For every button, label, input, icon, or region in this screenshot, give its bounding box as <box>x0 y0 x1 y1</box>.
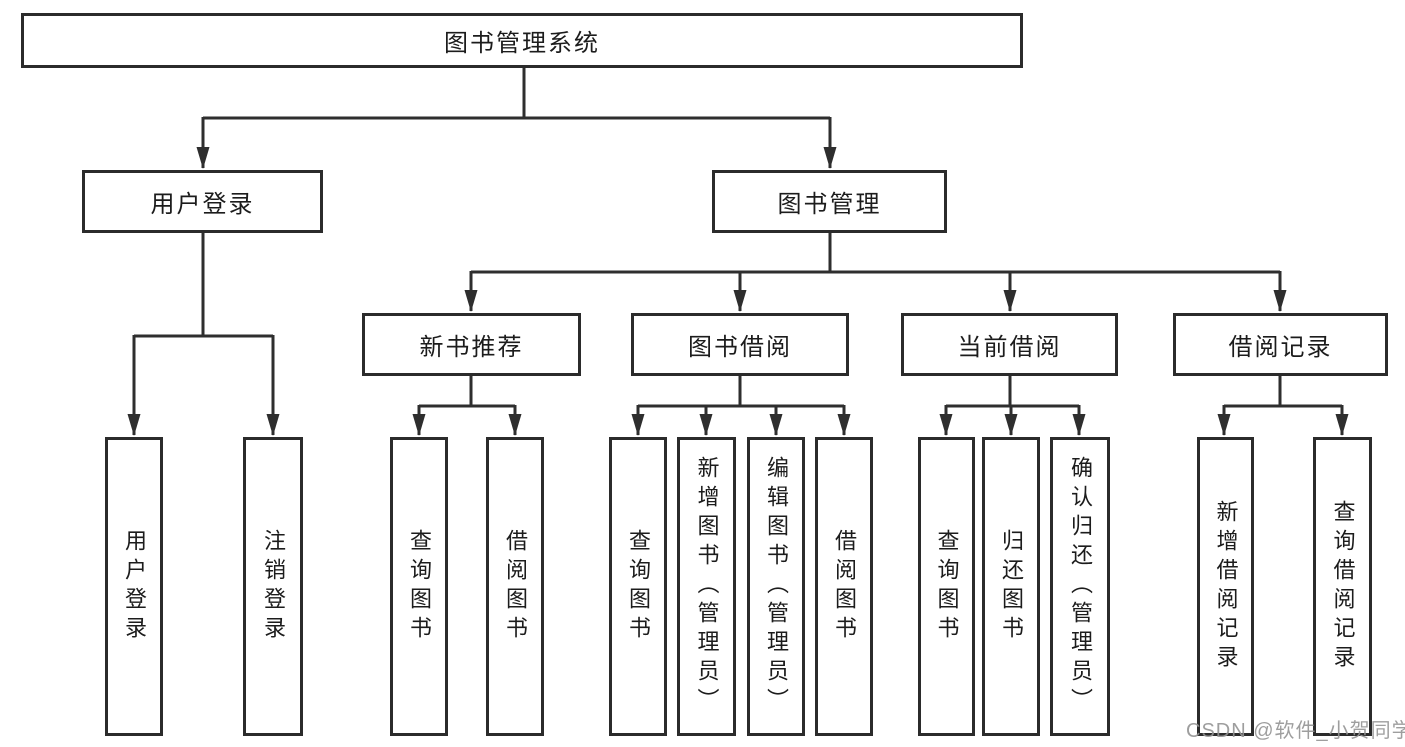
node-borrowing-records: 借阅记录 <box>1173 313 1388 376</box>
node-book-borrowing: 图书借阅 <box>631 313 849 376</box>
leaf-query-borrow-record: 查询借阅记录 <box>1313 437 1372 736</box>
leaf-borrow-books-borrowing: 借阅图书 <box>815 437 873 736</box>
leaf-confirm-return-admin: 确认归还（管理员） <box>1050 437 1110 736</box>
node-user-login: 用户登录 <box>82 170 323 233</box>
node-book-management: 图书管理 <box>712 170 947 233</box>
leaf-user-login: 用户登录 <box>105 437 163 736</box>
leaf-add-books-admin: 新增图书（管理员） <box>677 437 736 736</box>
leaf-borrow-books-recommend: 借阅图书 <box>486 437 544 736</box>
node-new-book-recommend: 新书推荐 <box>362 313 581 376</box>
leaf-query-books-recommend: 查询图书 <box>390 437 448 736</box>
node-current-borrowing: 当前借阅 <box>901 313 1118 376</box>
csdn-watermark: CSDN @软件_小贺同学 <box>1186 720 1405 742</box>
node-root-library-system: 图书管理系统 <box>21 13 1023 68</box>
leaf-query-books-borrowing: 查询图书 <box>609 437 667 736</box>
leaf-edit-books-admin: 编辑图书（管理员） <box>747 437 805 736</box>
leaf-logout: 注销登录 <box>243 437 303 736</box>
leaf-query-books-current: 查询图书 <box>918 437 975 736</box>
leaf-add-borrow-record: 新增借阅记录 <box>1197 437 1254 736</box>
leaf-return-books: 归还图书 <box>982 437 1040 736</box>
